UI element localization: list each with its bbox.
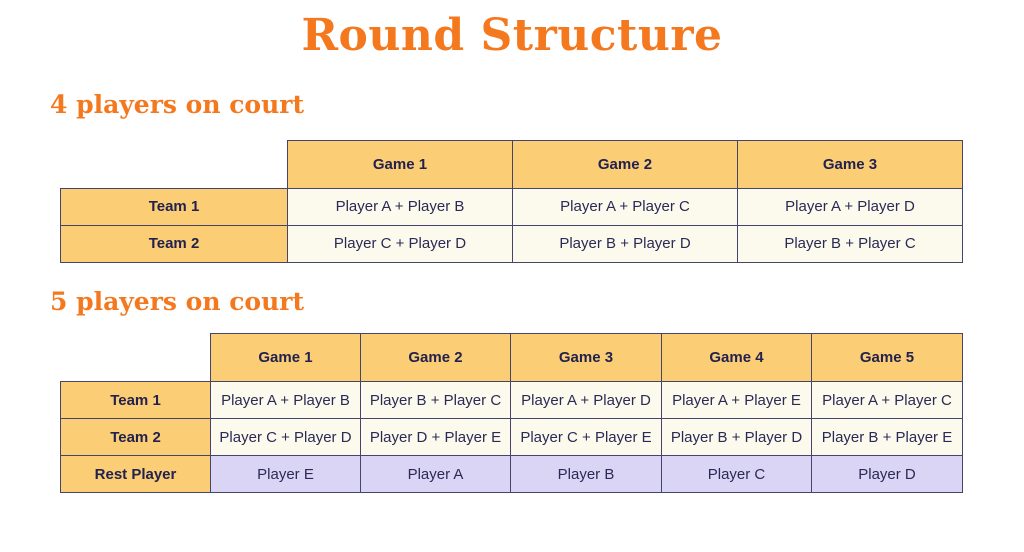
table-header-row: Game 1 Game 2 Game 3 Game 4 Game 5 — [61, 333, 963, 383]
five-players-table: Game 1 Game 2 Game 3 Game 4 Game 5 Team … — [60, 333, 963, 494]
game-column-header: Game 5 — [811, 333, 963, 383]
table-row: Team 2 Player C + Player D Player B + Pl… — [60, 224, 963, 263]
pairing-cell: Player A + Player D — [510, 381, 662, 420]
corner-cell — [61, 334, 211, 382]
pairing-cell: Player C + Player E — [510, 418, 662, 457]
table-header-row: Game 1 Game 2 Game 3 — [61, 139, 963, 189]
section-heading-5-players: 5 players on court — [50, 286, 305, 316]
pairing-cell: Player B + Player E — [811, 418, 963, 457]
team-row-header: Team 1 — [60, 381, 211, 420]
game-column-header: Game 3 — [737, 139, 963, 189]
team-row-header: Team 1 — [60, 187, 288, 226]
pairing-cell: Player A + Player B — [287, 187, 513, 226]
table-row: Team 2 Player C + Player D Player D + Pl… — [60, 418, 963, 457]
pairing-cell: Player B + Player C — [737, 224, 963, 263]
pairing-cell: Player A + Player D — [737, 187, 963, 226]
game-column-header: Game 2 — [360, 333, 511, 383]
game-column-header: Game 1 — [210, 333, 361, 383]
rest-player-cell: Player B — [510, 455, 662, 494]
pairing-cell: Player C + Player D — [287, 224, 513, 263]
game-column-header: Game 2 — [512, 139, 738, 189]
pairing-cell: Player D + Player E — [360, 418, 511, 457]
team-row-header: Team 2 — [60, 418, 211, 457]
game-column-header: Game 1 — [287, 139, 513, 189]
section-heading-4-players: 4 players on court — [50, 89, 305, 119]
rest-player-cell: Player E — [210, 455, 361, 494]
pairing-cell: Player A + Player C — [811, 381, 963, 420]
rest-player-cell: Player D — [811, 455, 963, 494]
game-column-header: Game 3 — [510, 333, 662, 383]
corner-cell — [61, 140, 288, 188]
pairing-cell: Player B + Player D — [512, 224, 738, 263]
pairing-cell: Player C + Player D — [210, 418, 361, 457]
rest-player-cell: Player C — [661, 455, 812, 494]
game-column-header: Game 4 — [661, 333, 812, 383]
pairing-cell: Player B + Player D — [661, 418, 812, 457]
rest-player-cell: Player A — [360, 455, 511, 494]
table-row: Team 1 Player A + Player B Player A + Pl… — [60, 187, 963, 226]
rest-row-header: Rest Player — [60, 455, 211, 494]
pairing-cell: Player A + Player E — [661, 381, 812, 420]
four-players-table: Game 1 Game 2 Game 3 Team 1 Player A + P… — [60, 139, 963, 263]
pairing-cell: Player A + Player B — [210, 381, 361, 420]
pairing-cell: Player B + Player C — [360, 381, 511, 420]
pairing-cell: Player A + Player C — [512, 187, 738, 226]
team-row-header: Team 2 — [60, 224, 288, 263]
table-row: Team 1 Player A + Player B Player B + Pl… — [60, 381, 963, 420]
rest-player-row: Rest Player Player E Player A Player B P… — [60, 455, 963, 494]
page-title: Round Structure — [301, 10, 723, 61]
